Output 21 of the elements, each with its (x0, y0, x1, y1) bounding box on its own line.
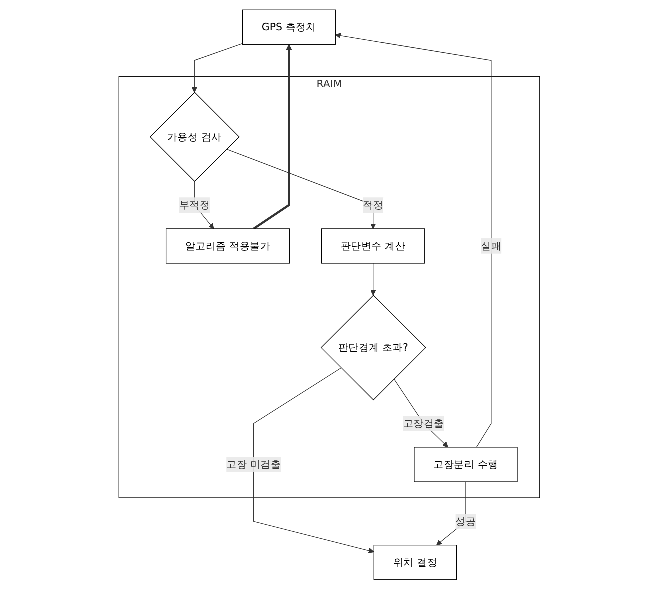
node-diamond: 판단경계 초과? (321, 294, 427, 400)
edge-label: 성공 (456, 514, 477, 527)
node-diamond: 가용성 검사 (150, 92, 240, 182)
arrow (371, 262, 377, 296)
edge-label: 실패 (482, 239, 502, 252)
arrow (436, 481, 467, 546)
arrow (394, 378, 449, 448)
node-box: 알고리즘 적용불가 (166, 228, 291, 264)
edge-label: 고장 미검출 (227, 458, 282, 470)
node-box: 고장분리 수행 (414, 446, 518, 482)
arrow (254, 367, 375, 554)
edge-label: 적정 (364, 198, 384, 211)
arrow (192, 42, 244, 92)
edge-label: 고장검출 (404, 416, 445, 430)
arrow (254, 44, 292, 230)
node-box: GPS 측정치 (242, 9, 336, 44)
edge-label: 부적정 (180, 198, 210, 211)
node-box: 위치 결정 (374, 544, 458, 580)
arrow (336, 32, 492, 448)
arrow (227, 148, 377, 229)
node-box: 판단변수 계산 (322, 228, 426, 264)
